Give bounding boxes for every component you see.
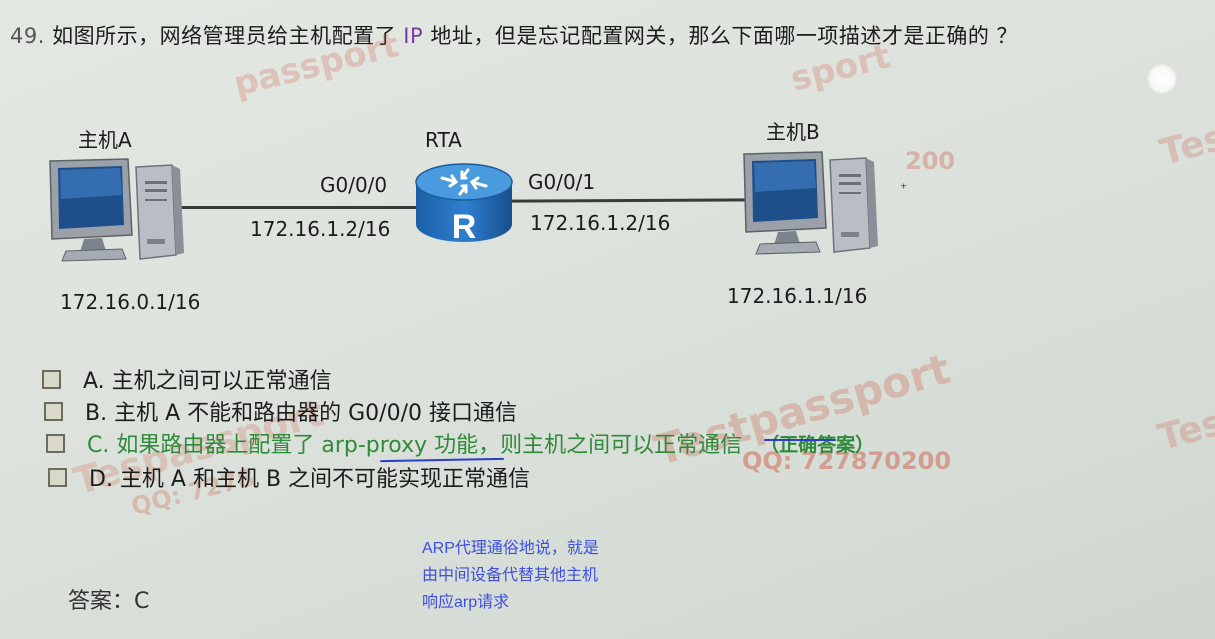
port-right-label: G0/0/1 — [528, 170, 596, 194]
option-c[interactable]: C. 如果路由器上配置了 arp-proxy 功能，则主机之间可以正常通信 （正… — [46, 427, 874, 459]
underline-normal-comm — [764, 439, 836, 441]
option-d-text: D. 主机 A 和主机 B 之间不可能实现正常通信 — [89, 467, 531, 492]
question-text-after: 地址，但是忘记配置网关，那么下面哪一项描述才是正确的 ？ — [423, 24, 1018, 48]
answer-text: 答案：C — [68, 589, 150, 614]
option-b[interactable]: B. 主机 A 不能和路由器的 G0/0/0 接口通信 — [44, 395, 517, 427]
svg-text:R: R — [452, 208, 477, 246]
question-text-before: 如图所示，网络管理员给主机配置了 — [52, 24, 404, 48]
option-b-checkbox[interactable] — [44, 401, 63, 421]
host-a-label: 主机A — [78, 128, 132, 152]
option-c-correct-note: （正确答案） — [760, 433, 875, 456]
link-router-host-b — [504, 198, 754, 203]
annotation-note: ARP代理通俗地说，就是由中间设备代替其他主机响应arp请求 — [422, 540, 599, 611]
screen-glare — [1147, 64, 1177, 94]
watermark-right-edge-1: Tes — [1155, 117, 1215, 174]
option-d-checkbox[interactable] — [48, 467, 67, 487]
option-a[interactable]: A. 主机之间可以正常通信 — [42, 363, 332, 395]
option-d[interactable]: D. 主机 A 和主机 B 之间不可能实现正常通信 — [48, 461, 530, 493]
host-a-computer-icon — [49, 158, 184, 262]
host-b-computer-icon — [743, 151, 878, 255]
iface-left-ip: 172.16.1.2/16 — [250, 217, 391, 241]
crosshair-cursor-icon: ⁺ — [900, 181, 908, 197]
option-a-text: A. 主机之间可以正常通信 — [83, 369, 332, 394]
host-a-ip: 172.16.0.1/16 — [60, 290, 201, 314]
host-b-ip: 172.16.1.1/16 — [727, 284, 868, 308]
watermark-partial-num: 200 — [905, 147, 956, 175]
watermark-right-edge-2: Tes — [1153, 402, 1215, 459]
option-a-checkbox[interactable] — [42, 369, 61, 389]
option-b-text: B. 主机 A 不能和路由器的 G0/0/0 接口通信 — [85, 401, 517, 426]
iface-right-ip: 172.16.1.2/16 — [530, 211, 671, 235]
option-c-text: C. 如果路由器上配置了 arp-proxy 功能，则主机之间可以正常通信 — [87, 433, 743, 458]
option-c-checkbox[interactable] — [46, 433, 65, 453]
question-text: 49. 如图所示，网络管理员给主机配置了 IP 地址，但是忘记配置网关，那么下面… — [10, 20, 1018, 50]
question-ip-word: IP — [403, 24, 424, 48]
router-label: RTA — [425, 128, 462, 152]
watermark-qq-center: QQ: 727870200 — [742, 447, 952, 475]
link-host-a-router — [170, 206, 420, 209]
router-icon: R — [415, 163, 513, 246]
question-number: 49. — [10, 24, 45, 48]
port-left-label: G0/0/0 — [320, 173, 388, 197]
host-b-label: 主机B — [766, 120, 820, 144]
